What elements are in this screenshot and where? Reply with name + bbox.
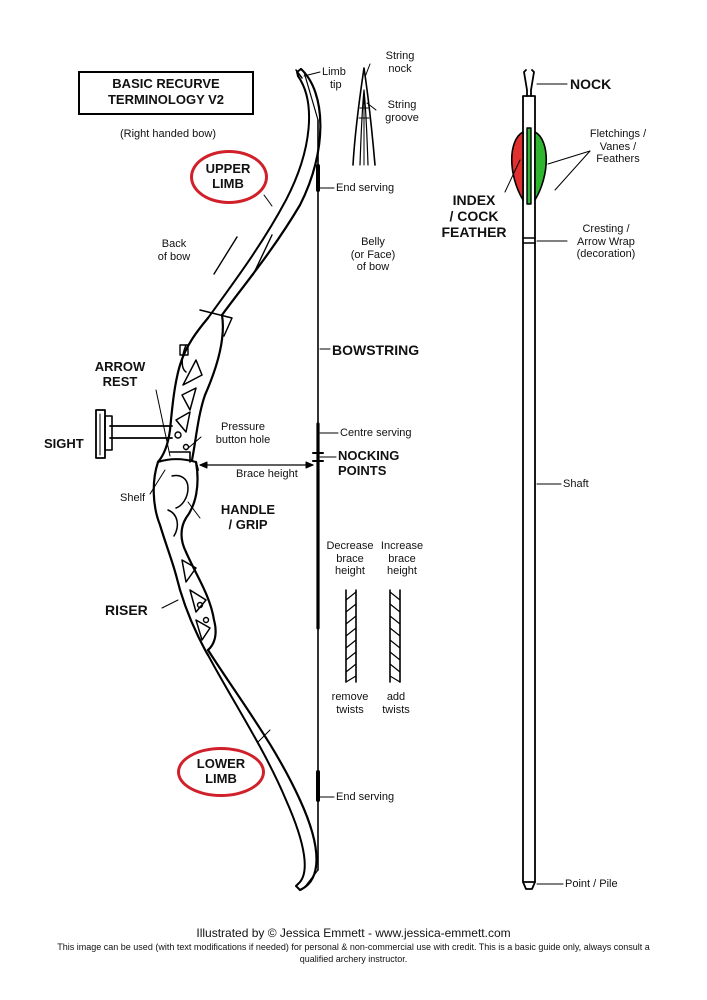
lower-limb-outline — [206, 648, 318, 892]
upper-limb-outline — [220, 67, 322, 317]
label-increase-brace-height: Increase brace height — [380, 540, 424, 578]
grip-outline — [180, 460, 199, 554]
riser-upper-outline — [190, 313, 224, 462]
label-point-pile: Point / Pile — [565, 878, 618, 890]
title-line-2: TERMINOLOGY V2 — [107, 91, 225, 107]
string-nock-detail — [352, 63, 377, 166]
label-string-nock: String nock — [385, 50, 415, 75]
label-sight: SIGHT — [44, 436, 84, 451]
page-title: BASIC RECURVE TERMINOLOGY V2 — [78, 76, 254, 108]
arrow-nock — [523, 69, 535, 97]
label-brace-height: Brace height — [236, 468, 298, 480]
label-nock: NOCK — [570, 76, 612, 92]
label-cresting: Cresting / Arrow Wrap (decoration) — [576, 223, 636, 261]
label-riser: RISER — [105, 602, 148, 618]
label-pressure-button-hole: Pressure button hole — [215, 421, 271, 446]
label-fletchings: Fletchings / Vanes / Feathers — [589, 128, 647, 166]
label-string-groove: String groove — [385, 99, 419, 124]
label-limb-tip: Limb tip — [322, 66, 346, 91]
label-bowstring: BOWSTRING — [332, 342, 420, 358]
label-decrease-brace-height: Decrease brace height — [326, 540, 374, 578]
upper-limb-highlight — [190, 150, 268, 204]
footer-note: This image can be used (with text modifi… — [57, 942, 650, 964]
upper-limb-inner — [207, 75, 311, 319]
label-shaft: Shaft — [563, 478, 589, 490]
label-centre-serving: Centre serving — [340, 427, 412, 439]
twist-increase — [389, 589, 401, 683]
label-shelf: Shelf — [120, 492, 146, 504]
arrow — [504, 69, 591, 890]
lower-limb-highlight — [177, 747, 265, 797]
label-belly-of-bow: Belly (or Face) of bow — [350, 236, 396, 274]
label-lower-limb: LOWER LIMB — [196, 756, 246, 786]
label-end-serving-bottom: End serving — [336, 791, 395, 803]
centre-vane — [526, 127, 532, 205]
title-box — [78, 71, 254, 115]
cock-vane — [534, 131, 548, 201]
label-nocking-points: NOCKING POINTS — [338, 448, 400, 478]
subtitle: (Right handed bow) — [119, 128, 217, 140]
title-line-1: BASIC RECURVE — [112, 76, 220, 91]
label-arrow-rest: ARROW REST — [94, 359, 146, 389]
footer-credit: Illustrated by © Jessica Emmett - www.je… — [196, 926, 511, 940]
sight — [95, 409, 173, 459]
label-index-cock-feather: INDEX / COCK FEATHER — [441, 192, 507, 241]
label-end-serving-top: End serving — [336, 182, 395, 194]
arrow-shaft — [522, 95, 536, 883]
label-handle-grip: HANDLE / GRIP — [220, 502, 276, 532]
label-remove-twists: remove twists — [331, 691, 369, 716]
label-add-twists: add twists — [382, 691, 410, 716]
label-upper-limb: UPPER LIMB — [205, 161, 251, 191]
shelf — [157, 458, 199, 471]
label-back-of-bow: Back of bow — [157, 238, 191, 263]
arrow-point — [522, 881, 536, 890]
twist-decrease — [345, 589, 357, 683]
